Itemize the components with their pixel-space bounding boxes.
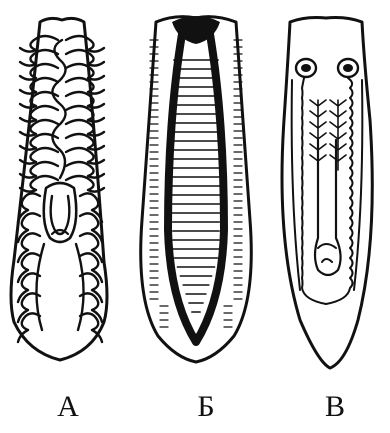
gut-posterior-trunks	[36, 244, 83, 330]
panel-label-c: В	[305, 392, 365, 422]
gut-branch-right	[66, 78, 104, 94]
gut-branch-left-lower	[18, 313, 40, 342]
panel-label-b: Б	[176, 392, 236, 422]
gut-branch-right	[66, 148, 104, 164]
gut-branch-left-lower	[18, 213, 40, 242]
planarian-digestive-system-drawing	[11, 18, 107, 360]
nerve-cord-left	[302, 78, 326, 304]
planarian-muscular-sac-drawing	[141, 16, 252, 362]
gut-branch-left	[20, 106, 58, 122]
gut-branch-left	[20, 50, 58, 66]
gut-branch-right-lower	[80, 213, 102, 242]
gut-branch-left	[20, 64, 58, 80]
gut-branch-right	[66, 106, 104, 122]
gut-branch-right	[66, 64, 104, 80]
planarian-nervous-system-drawing	[282, 18, 372, 369]
gut-branch-right	[66, 92, 104, 108]
panel-label-a: А	[38, 392, 98, 422]
gut-branch-right	[66, 50, 104, 66]
gut-branch-left	[20, 92, 58, 108]
gut-branch-right-lower	[80, 233, 102, 262]
gut-branch-left-lower	[18, 233, 40, 262]
gut-branch-right-lower	[80, 313, 102, 342]
gut-branch-right	[66, 134, 104, 150]
gut-branch-right	[66, 120, 104, 136]
